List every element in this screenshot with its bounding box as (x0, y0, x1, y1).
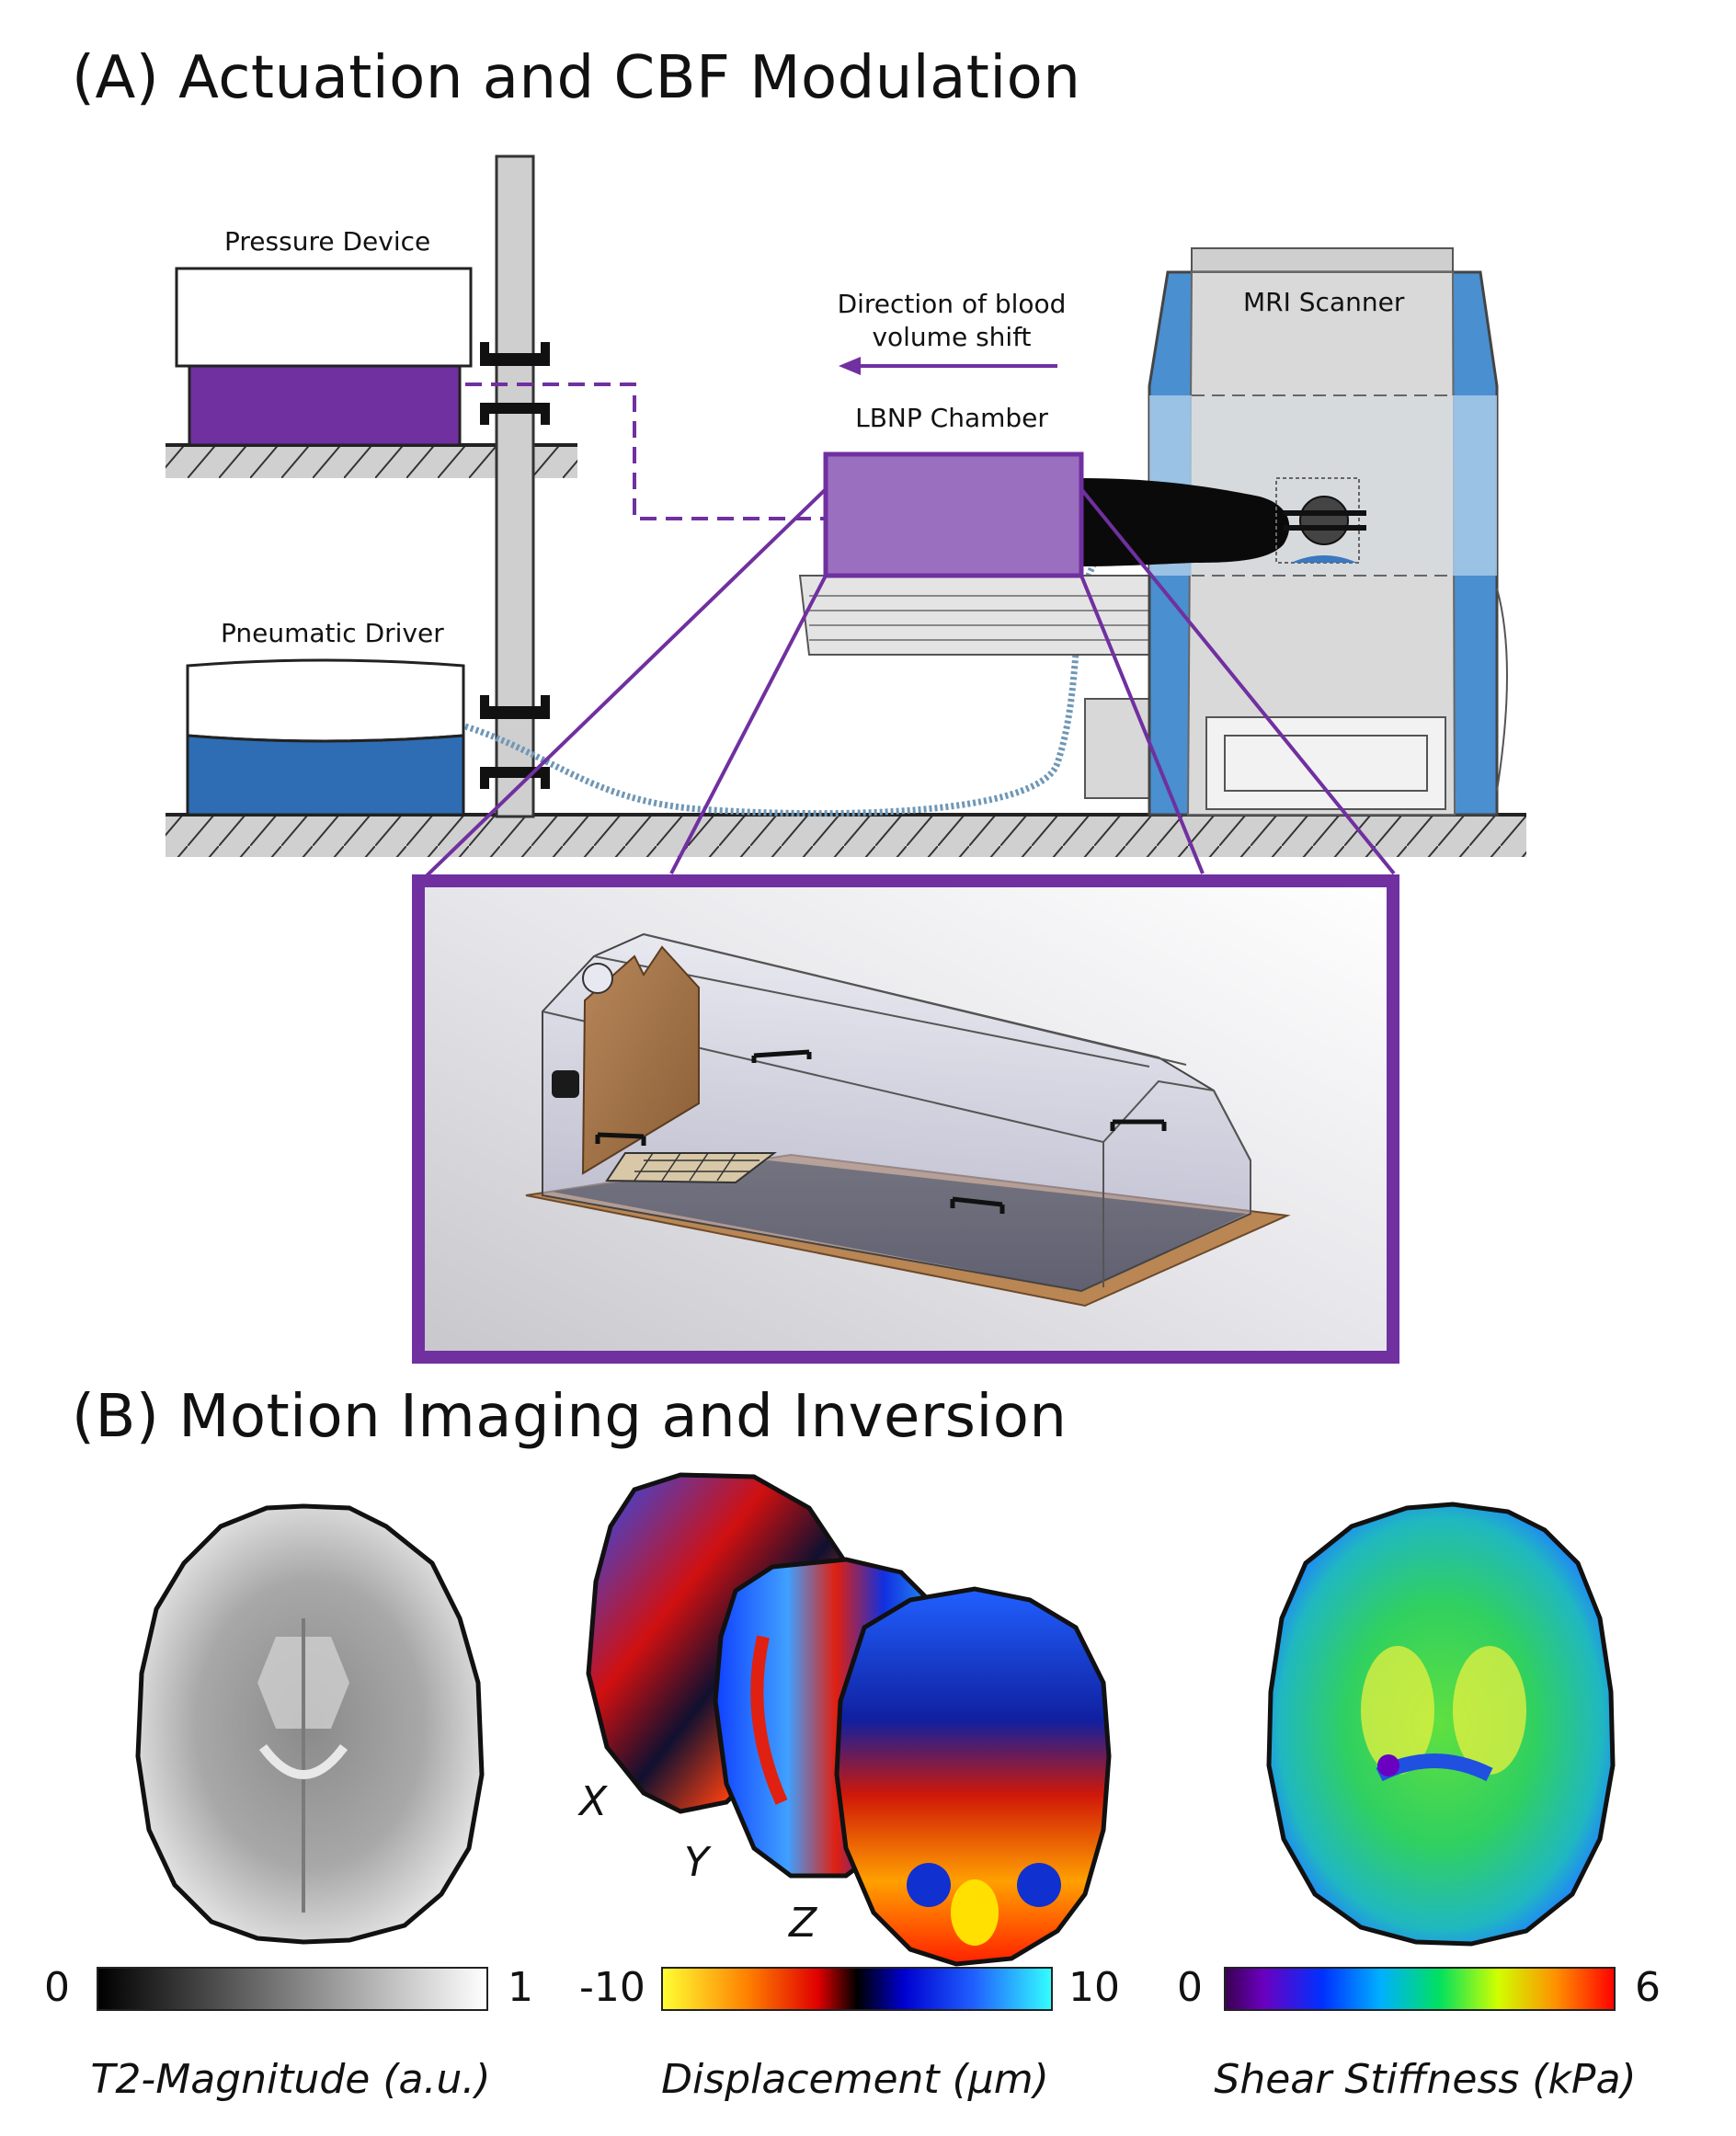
zoom-lines (414, 487, 1396, 888)
pneumatic-tube (463, 520, 1270, 817)
colorbar-displacement-min: -10 (579, 1964, 645, 2011)
colorbar-stiffness-caption: Shear Stiffness (kPa) (1214, 2056, 1637, 2103)
t2-magnitude-image (135, 1503, 485, 1945)
pressure-line (465, 383, 826, 520)
direction-arrow (839, 357, 1057, 375)
colorbar-displacement-max: 10 (1068, 1964, 1120, 2011)
panel-b-title: (B) Motion Imaging and Inversion (72, 1383, 1068, 1451)
floor (166, 813, 1526, 857)
lbnp-chamber-box (823, 451, 1084, 578)
axis-letter-z: Z (789, 1900, 817, 1947)
colorbar-gray-max: 1 (508, 1964, 533, 2011)
patient (1081, 477, 1366, 566)
mri-scanner-label: MRI Scanner (1243, 287, 1405, 317)
axis-letter-y: Y (684, 1839, 709, 1886)
colorbar-stiffness-min: 0 (1177, 1964, 1203, 2011)
shear-stiffness-image (1266, 1502, 1616, 1947)
colorbar-gray (97, 1967, 488, 2011)
pressure-device (175, 267, 473, 447)
colorbar-stiffness-max: 6 (1635, 1964, 1661, 2011)
chamber-3d-inset (412, 874, 1399, 1364)
colorbar-gray-caption: T2-Magnitude (a.u.) (90, 2056, 491, 2103)
pressure-device-label: Pressure Device (224, 226, 431, 257)
colorbar-displacement-caption: Displacement (μm) (661, 2056, 1049, 2103)
pneumatic-driver (186, 658, 465, 817)
colorbar-stiffness (1224, 1967, 1616, 2011)
support-pole (480, 154, 550, 818)
direction-label-line2: volume shift (872, 322, 1032, 352)
patient-table (798, 575, 1161, 799)
panel-a-title: (A) Actuation and CBF Modulation (72, 44, 1081, 112)
displacement-z-image (834, 1586, 1112, 1967)
direction-label-line1: Direction of blood (837, 289, 1067, 319)
colorbar-gray-min: 0 (44, 1964, 70, 2011)
colorbar-displacement (661, 1967, 1053, 2011)
axis-letter-x: X (579, 1778, 608, 1825)
pneumatic-driver-label: Pneumatic Driver (221, 618, 444, 648)
lbnp-chamber-label: LBNP Chamber (855, 403, 1048, 433)
